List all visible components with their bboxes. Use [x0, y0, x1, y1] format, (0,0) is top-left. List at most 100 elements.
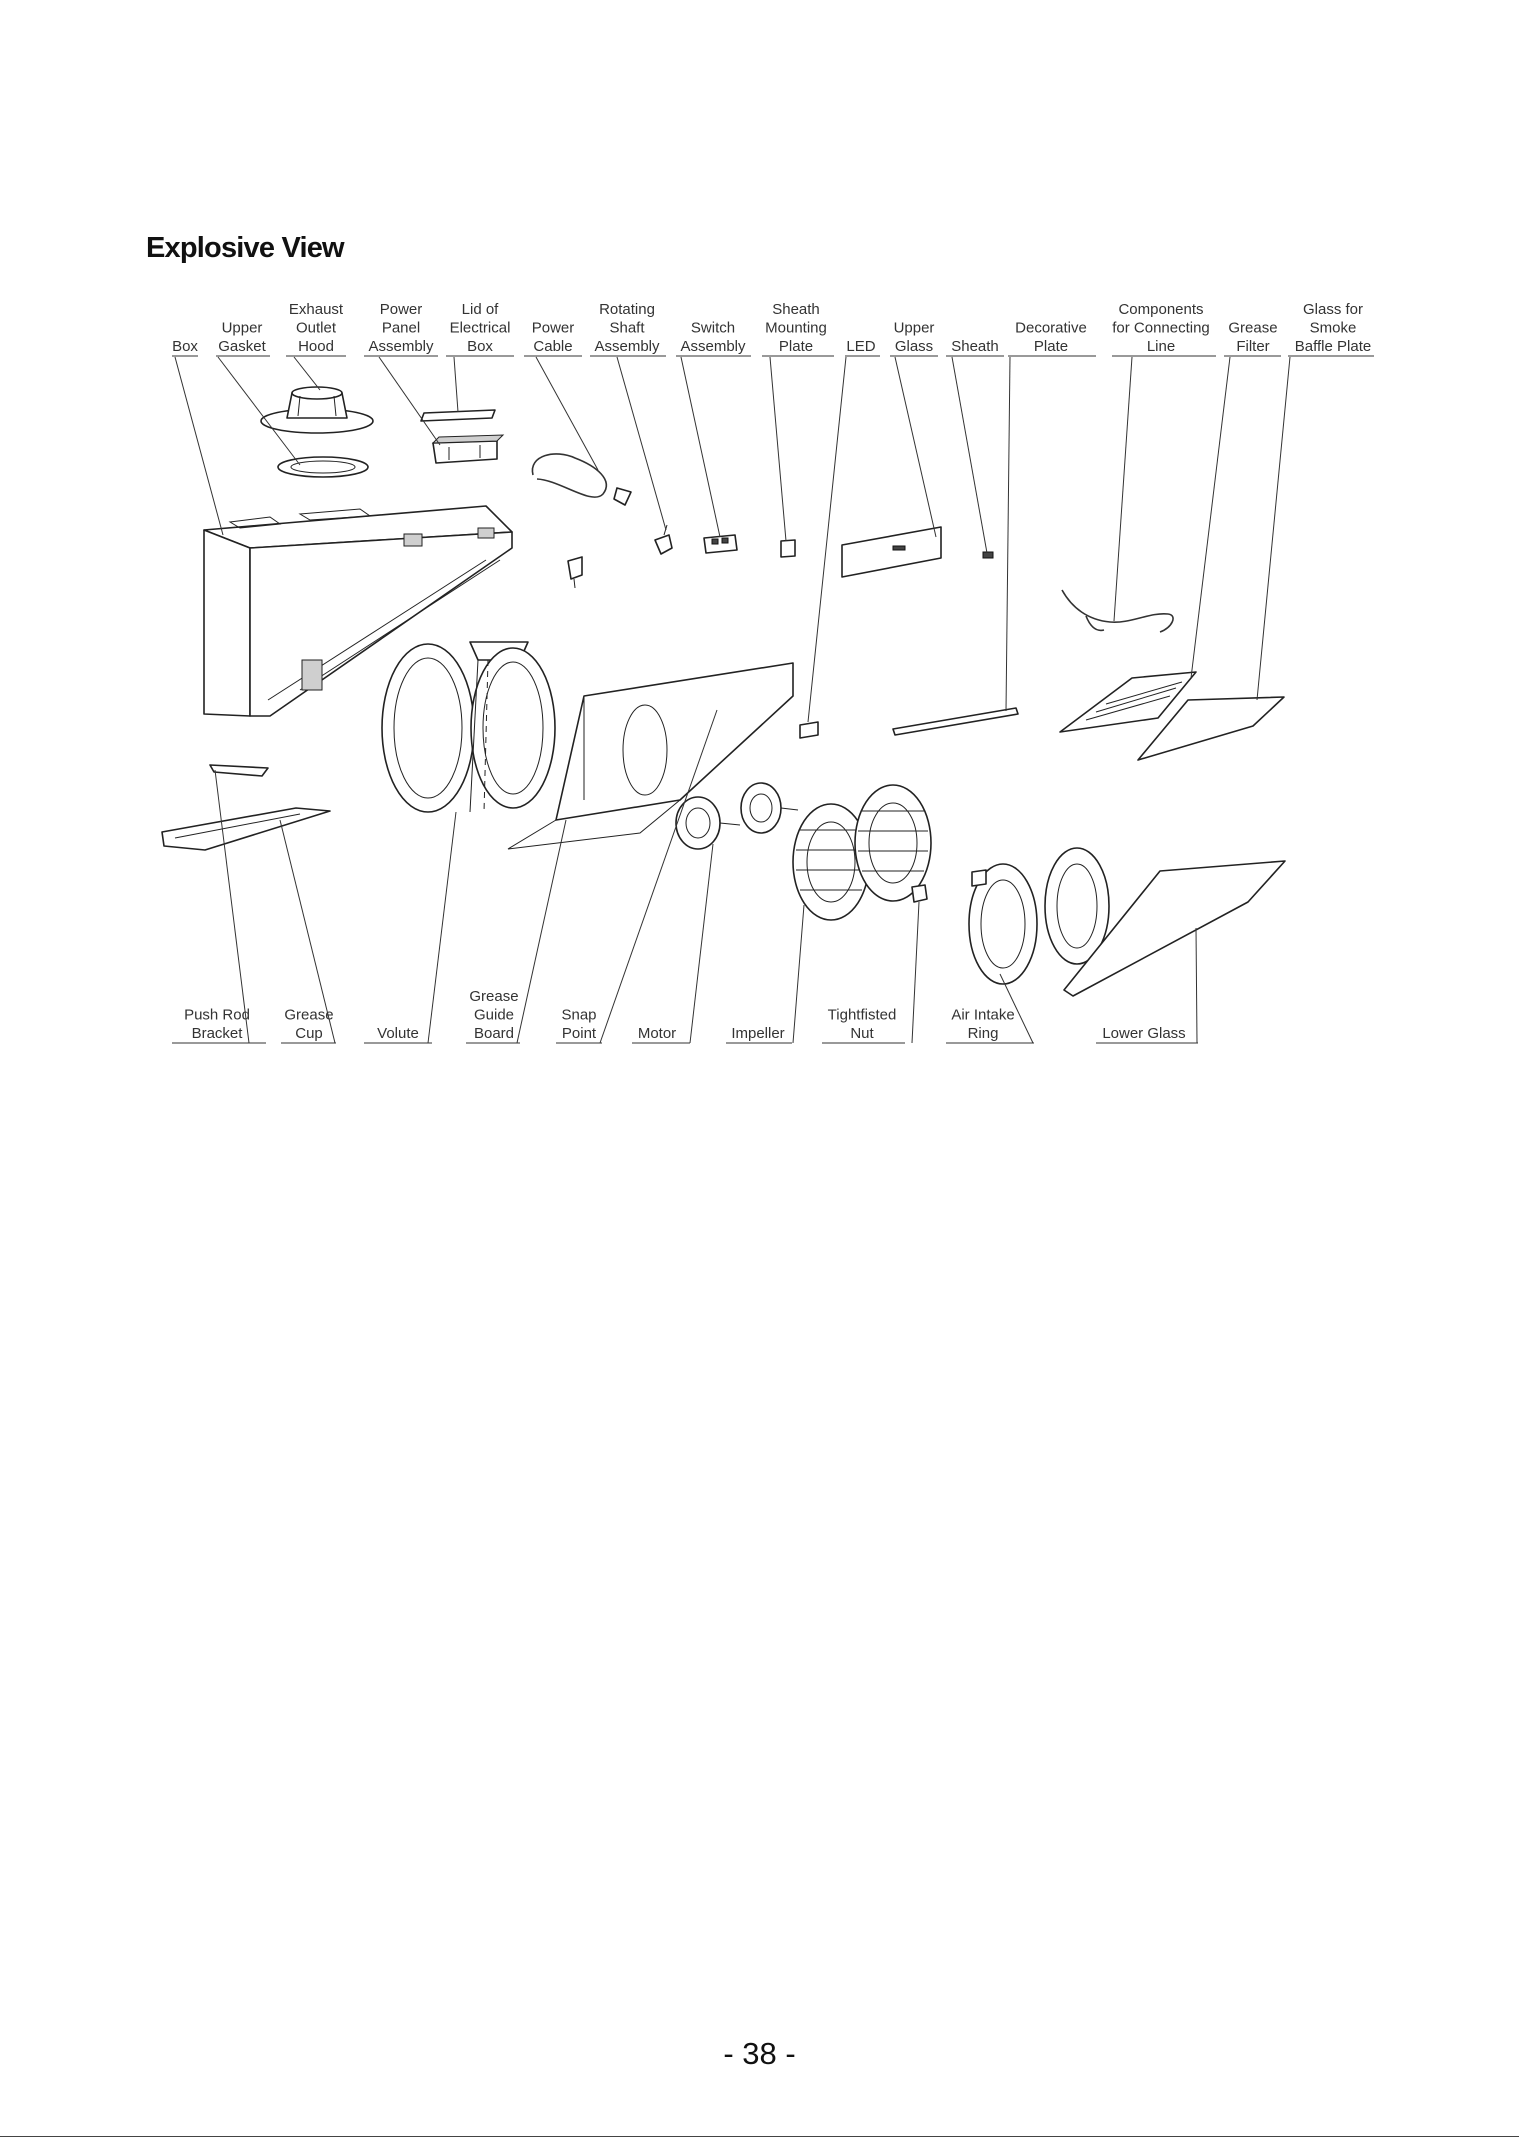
label-line: Push Rod	[184, 1007, 250, 1024]
label-line: Motor	[638, 1025, 676, 1042]
label-line: Rotating	[599, 301, 655, 318]
label-line: Lower Glass	[1102, 1025, 1185, 1042]
label-lower-glass: Lower Glass	[1096, 1025, 1198, 1044]
label-line: Sheath	[951, 338, 999, 355]
label-volute: Volute	[364, 1025, 432, 1044]
label-line: Assembly	[680, 338, 746, 355]
label-line: Shaft	[609, 320, 645, 337]
label-line: Impeller	[731, 1025, 784, 1042]
volute-part	[381, 641, 556, 813]
upper-glass-part	[841, 526, 942, 578]
label-line: Baffle Plate	[1295, 338, 1371, 355]
label-line: Grease	[284, 1007, 333, 1024]
label-line: Board	[474, 1025, 514, 1042]
impeller-part	[792, 784, 932, 921]
label-box: Box	[172, 338, 198, 357]
label-sheath: Sheath	[946, 338, 1004, 357]
power-cable-part	[531, 453, 632, 506]
motor-part	[675, 782, 799, 850]
air-intake-ring-part	[968, 847, 1110, 985]
label-line: Power	[532, 320, 575, 337]
label-line: Hood	[298, 338, 334, 355]
label-line: Guide	[474, 1007, 514, 1024]
page-number: - 38 -	[723, 2036, 796, 2071]
label-line: Volute	[377, 1025, 419, 1042]
label-impeller: Impeller	[726, 1025, 792, 1044]
label-line: Upper	[222, 320, 263, 337]
box-part	[203, 505, 513, 717]
sheath-part	[982, 551, 994, 559]
label-line: Cable	[533, 338, 572, 355]
grease-guide-board-part	[507, 662, 794, 850]
label-line: Air Intake	[951, 1007, 1014, 1024]
label-line: Switch	[691, 320, 735, 337]
components-for-connecting-line-part	[1061, 589, 1174, 633]
sheath-mounting-plate-part	[780, 539, 796, 558]
label-line: Plate	[1034, 338, 1068, 355]
label-line: Lid of	[462, 301, 500, 318]
label-line: Gasket	[218, 338, 266, 355]
parts-illustration	[161, 386, 1286, 997]
glass-for-smoke-baffle-plate-part	[1137, 696, 1285, 761]
label-line: LED	[846, 338, 875, 355]
label-line: Smoke	[1310, 320, 1357, 337]
label-line: Plate	[779, 338, 813, 355]
page-heading: Explosive View	[146, 232, 345, 264]
label-line: Exhaust	[289, 301, 344, 318]
label-motor: Motor	[632, 1025, 690, 1044]
label-line: Nut	[850, 1025, 874, 1042]
label-line: Glass	[895, 338, 933, 355]
label-line: Electrical	[450, 320, 511, 337]
power-panel-assembly-part	[431, 434, 505, 464]
label-line: Components	[1118, 301, 1203, 318]
label-line: Outlet	[296, 320, 337, 337]
label-line: for Connecting	[1112, 320, 1210, 337]
label-line: Mounting	[765, 320, 827, 337]
label-line: Box	[172, 338, 198, 355]
lower-glass-part	[1063, 860, 1286, 997]
label-line: Panel	[382, 320, 420, 337]
upper-gasket-part	[277, 456, 369, 478]
grease-cup-part	[161, 807, 331, 851]
footer-rule	[0, 2136, 1519, 2137]
label-line: Cup	[295, 1025, 323, 1042]
label-line: Upper	[894, 320, 935, 337]
label-line: Assembly	[368, 338, 434, 355]
label-line: Bracket	[192, 1025, 244, 1042]
label-line: Box	[467, 338, 493, 355]
label-line: Ring	[968, 1025, 999, 1042]
label-line: Tightfisted	[828, 1007, 897, 1024]
label-line: Decorative	[1015, 320, 1087, 337]
label-line: Filter	[1236, 338, 1269, 355]
exhaust-outlet-hood-part	[260, 386, 374, 434]
leader-lines	[174, 356, 1291, 1044]
label-line: Assembly	[594, 338, 660, 355]
push-rod-bracket-part	[209, 764, 269, 777]
label-line: Glass for	[1303, 301, 1363, 318]
rotating-shaft-assembly-part	[567, 524, 673, 589]
led-part	[799, 721, 819, 739]
switch-assembly-part	[703, 534, 738, 554]
label-led: LED	[845, 338, 880, 357]
tightfisted-nut-part	[911, 884, 928, 903]
label-line: Grease	[469, 988, 518, 1005]
grease-filter-part	[1059, 671, 1197, 733]
